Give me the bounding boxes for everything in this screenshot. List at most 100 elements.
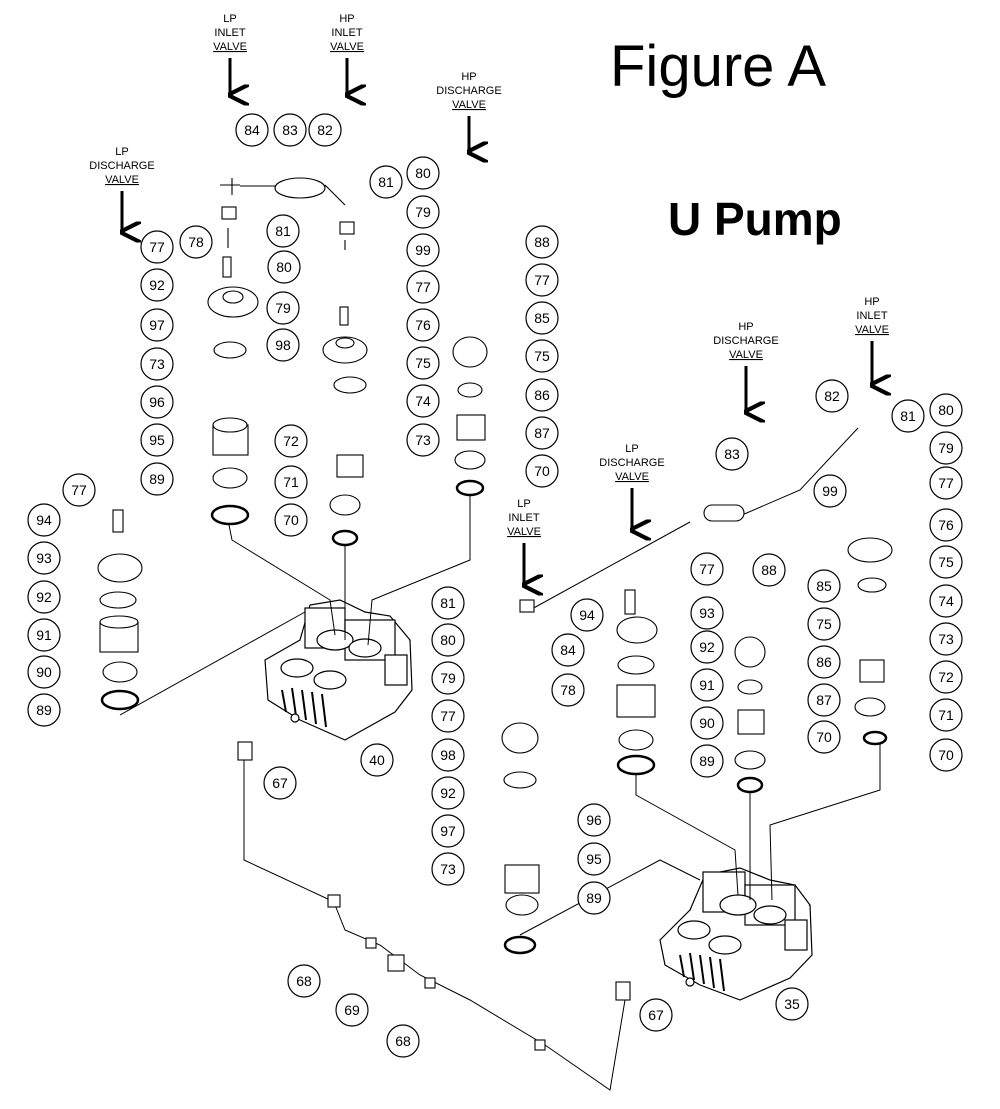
valve-word: LP bbox=[517, 498, 530, 510]
callout-number: 92 bbox=[440, 785, 456, 801]
callout-77: 77 bbox=[929, 466, 963, 500]
pump-head-40 bbox=[264, 599, 413, 741]
callout-number: 96 bbox=[586, 812, 602, 828]
valve-word: LP bbox=[625, 443, 638, 455]
callout-number: 77 bbox=[149, 239, 165, 255]
callout-94: 94 bbox=[570, 598, 604, 632]
valve-word: HP bbox=[738, 321, 753, 333]
callout-99: 99 bbox=[406, 233, 440, 267]
callout-69: 69 bbox=[335, 993, 369, 1027]
callout-71: 71 bbox=[274, 465, 308, 499]
valve-word: DISCHARGE bbox=[713, 335, 778, 347]
callout-number: 71 bbox=[938, 707, 954, 723]
callout-81: 81 bbox=[369, 165, 403, 199]
callout-number: 96 bbox=[149, 394, 165, 410]
callout-number: 87 bbox=[816, 692, 832, 708]
callout-75: 75 bbox=[406, 346, 440, 380]
callout-number: 67 bbox=[272, 775, 288, 791]
callout-78: 78 bbox=[179, 225, 213, 259]
callout-number: 77 bbox=[71, 482, 87, 498]
callout-number: 75 bbox=[534, 348, 550, 364]
callout-number: 88 bbox=[534, 234, 550, 250]
callout-98: 98 bbox=[266, 328, 300, 362]
callout-number: 70 bbox=[938, 747, 954, 763]
callout-68: 68 bbox=[287, 964, 321, 998]
callout-73: 73 bbox=[140, 347, 174, 381]
callout-67: 67 bbox=[263, 766, 297, 800]
callout-number: 68 bbox=[395, 1033, 411, 1049]
callout-number: 77 bbox=[938, 475, 954, 491]
valve-word: LP bbox=[115, 146, 128, 158]
callout-number: 90 bbox=[36, 664, 52, 680]
callout-80: 80 bbox=[267, 250, 301, 284]
callout-number: 82 bbox=[824, 388, 840, 404]
callout-number: 70 bbox=[534, 463, 550, 479]
callout-number: 85 bbox=[816, 578, 832, 594]
callout-70: 70 bbox=[274, 503, 308, 537]
callout-98: 98 bbox=[431, 738, 465, 772]
callout-number: 82 bbox=[317, 122, 333, 138]
callout-72: 72 bbox=[929, 660, 963, 694]
callout-77: 77 bbox=[62, 473, 96, 507]
valve-word: VALVE bbox=[330, 41, 364, 53]
callout-73: 73 bbox=[929, 622, 963, 656]
callout-99: 99 bbox=[813, 474, 847, 508]
callout-number: 86 bbox=[816, 654, 832, 670]
callout-86: 86 bbox=[807, 645, 841, 679]
callout-73: 73 bbox=[406, 423, 440, 457]
callout-number: 98 bbox=[440, 747, 456, 763]
callout-85: 85 bbox=[807, 569, 841, 603]
callout-97: 97 bbox=[140, 308, 174, 342]
callout-number: 78 bbox=[560, 682, 576, 698]
callout-number: 70 bbox=[816, 729, 832, 745]
callout-number: 97 bbox=[149, 317, 165, 333]
callout-number: 79 bbox=[938, 440, 954, 456]
callout-92: 92 bbox=[27, 580, 61, 614]
callout-number: 74 bbox=[415, 393, 431, 409]
callout-92: 92 bbox=[140, 268, 174, 302]
valve-word: VALVE bbox=[213, 41, 247, 53]
callout-number: 80 bbox=[276, 259, 292, 275]
valve-word: DISCHARGE bbox=[599, 457, 664, 469]
valve-word: VALVE bbox=[452, 99, 486, 111]
callout-90: 90 bbox=[27, 655, 61, 689]
valve-word: INLET bbox=[856, 310, 887, 322]
callout-number: 95 bbox=[586, 851, 602, 867]
callout-number: 85 bbox=[534, 310, 550, 326]
callout-number: 69 bbox=[344, 1002, 360, 1018]
small-parts bbox=[97, 177, 893, 1051]
callout-number: 92 bbox=[699, 639, 715, 655]
callout-number: 89 bbox=[699, 753, 715, 769]
callout-91: 91 bbox=[690, 668, 724, 702]
valve-word: VALVE bbox=[729, 349, 763, 361]
callout-number: 67 bbox=[648, 1007, 664, 1023]
callout-86: 86 bbox=[525, 378, 559, 412]
callout-89: 89 bbox=[577, 881, 611, 915]
callout-76: 76 bbox=[929, 508, 963, 542]
callout-number: 89 bbox=[149, 471, 165, 487]
valve-word: VALVE bbox=[507, 526, 541, 538]
callout-92: 92 bbox=[690, 630, 724, 664]
pump-head-35 bbox=[659, 867, 813, 1001]
callout-73: 73 bbox=[431, 852, 465, 886]
callout-72: 72 bbox=[274, 424, 308, 458]
callout-95: 95 bbox=[140, 423, 174, 457]
valve-word: LP bbox=[223, 13, 236, 25]
callout-79: 79 bbox=[266, 291, 300, 325]
callout-number: 86 bbox=[534, 387, 550, 403]
callout-number: 84 bbox=[244, 122, 260, 138]
valve-word: VALVE bbox=[855, 324, 889, 336]
pump-title: U Pump bbox=[668, 193, 842, 245]
callout-81: 81 bbox=[266, 214, 300, 248]
callout-number: 89 bbox=[36, 702, 52, 718]
figure-title: Figure A bbox=[610, 34, 826, 99]
callout-number: 72 bbox=[938, 669, 954, 685]
callout-80: 80 bbox=[406, 156, 440, 190]
callout-number: 75 bbox=[415, 355, 431, 371]
callout-number: 99 bbox=[822, 483, 838, 499]
callout-83: 83 bbox=[715, 437, 749, 471]
callout-number: 81 bbox=[378, 174, 394, 190]
